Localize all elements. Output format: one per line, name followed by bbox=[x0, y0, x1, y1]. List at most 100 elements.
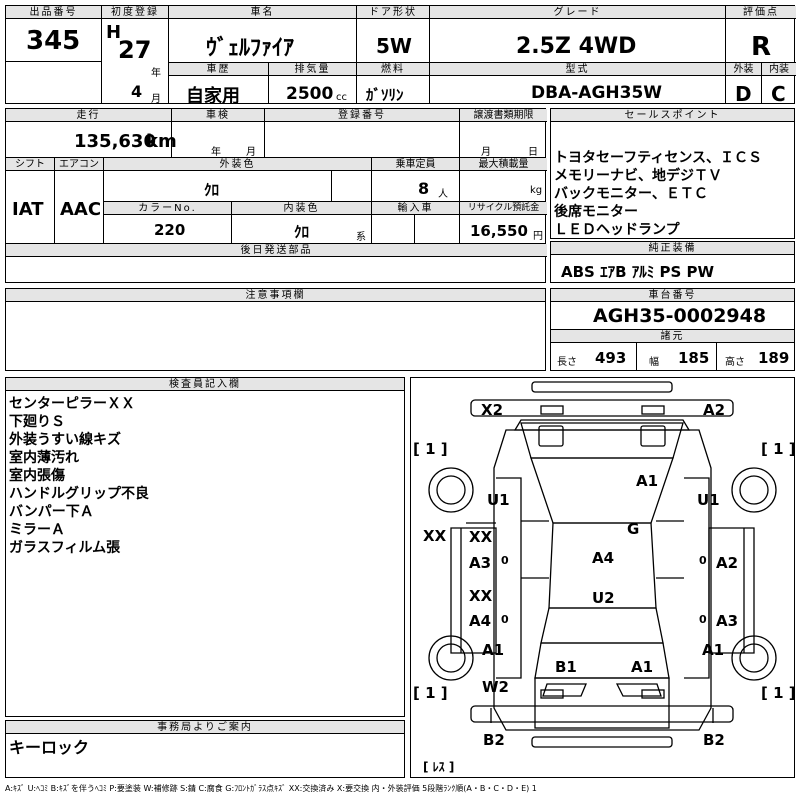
transfer-day: 日 bbox=[528, 147, 538, 158]
displacement: 2500 bbox=[286, 84, 334, 104]
grade-label: グレード bbox=[430, 6, 725, 19]
door-label: ドア形状 bbox=[357, 6, 429, 19]
damage-code: B2 bbox=[703, 731, 725, 749]
damage-code: U1 bbox=[697, 491, 720, 509]
damage-code: A1 bbox=[702, 641, 724, 659]
load-unit: kg bbox=[530, 185, 543, 196]
sales-line: バックモニター、ＥＴＣ bbox=[554, 186, 708, 202]
damage-code: B1 bbox=[555, 658, 577, 676]
score: R bbox=[751, 32, 772, 62]
history-label: 車歴 bbox=[169, 63, 268, 76]
displacement-label: 排気量 bbox=[269, 63, 356, 76]
damage-code: A3 bbox=[716, 612, 738, 630]
mileage-unit: km bbox=[146, 131, 177, 152]
details-block: 走行 135,630 km 車検 年 月 登録番号 譲渡書類期限 月 日 シフト… bbox=[5, 108, 547, 283]
car-damage-diagram: X2 A2 [ 1 ] [ 1 ] A1 U1 U1 G XX XX A4 A3… bbox=[413, 381, 794, 774]
colorno-label: カラーNo. bbox=[104, 202, 231, 215]
sales-points: セールスポイント トヨタセーフティセンス、ＩＣＳ メモリーナビ、地デジＴＶ バッ… bbox=[550, 108, 795, 239]
width: 185 bbox=[678, 349, 710, 367]
int-grade-label: 内装 bbox=[762, 63, 796, 76]
transfer-label: 譲渡書類期限 bbox=[460, 109, 547, 122]
damage-code: U2 bbox=[592, 589, 615, 607]
chassis-label: 車台番号 bbox=[551, 289, 794, 302]
inspector-block: 検査員記入欄 センターピラーＸＸ 下廻りＳ 外装うすい線キズ 室内薄汚れ 室内張… bbox=[5, 377, 405, 717]
ac: AAC bbox=[60, 199, 102, 220]
car-diagram: X2 A2 [ 1 ] [ 1 ] A1 U1 U1 G XX XX A4 A3… bbox=[410, 377, 795, 778]
shift: IAT bbox=[12, 199, 44, 220]
sales-label: セールスポイント bbox=[551, 109, 794, 122]
color-label: 外装色 bbox=[104, 158, 371, 171]
inspector-line: ミラーＡ bbox=[9, 522, 65, 538]
regno-label: 登録番号 bbox=[265, 109, 459, 122]
fuel: ｶﾞｿﾘﾝ bbox=[366, 86, 404, 104]
bracket-code: [ 1 ] bbox=[761, 440, 794, 458]
legend: A:ｷｽﾞ U:ﾍｺﾐ B:ｷｽﾞを伴うﾍｺﾐ P:要塗装 W:補修跡 S:錆 … bbox=[5, 784, 537, 793]
sales-line: 後席モニター bbox=[554, 204, 638, 220]
inspector-line: 室内薄汚れ bbox=[9, 450, 79, 466]
inspector-line: 室内張傷 bbox=[9, 468, 65, 484]
fuel-label: 燃料 bbox=[357, 63, 429, 76]
car-name-label: 車名 bbox=[169, 6, 356, 19]
shaken-year: 年 bbox=[211, 147, 221, 158]
sales-line: トヨタセーフティセンス、ＩＣＳ bbox=[554, 150, 763, 166]
damage-code: A2 bbox=[703, 401, 725, 419]
int-color-label: 内装色 bbox=[232, 202, 371, 215]
capacity: 8 bbox=[418, 179, 430, 198]
damage-code: A2 bbox=[716, 554, 738, 572]
int-color-unit: 系 bbox=[356, 232, 366, 243]
damage-code: A3 bbox=[469, 554, 491, 572]
lot-label: 出品番号 bbox=[6, 6, 101, 19]
damage-code: A4 bbox=[469, 612, 491, 630]
first-reg-label: 初度登録 bbox=[102, 6, 168, 19]
door-type: 5W bbox=[376, 34, 412, 58]
damage-code: A1 bbox=[631, 658, 653, 676]
chassis-block: 車台番号 AGH35-0002948 諸元 長さ 493 幅 185 高さ 18… bbox=[550, 288, 795, 371]
equip-label: 純正装備 bbox=[551, 242, 794, 255]
damage-code: U1 bbox=[487, 491, 510, 509]
dims-label: 諸元 bbox=[551, 330, 794, 343]
history: 自家用 bbox=[186, 86, 240, 107]
sales-line: ＬＥＤヘッドランプ bbox=[554, 222, 680, 238]
inspector-line: ハンドルグリップ不良 bbox=[9, 486, 149, 502]
bracket-code: [ ﾚｽ ] bbox=[423, 760, 454, 774]
recycle-label: リサイクル預託金 bbox=[460, 202, 547, 215]
chassis-number: AGH35-0002948 bbox=[593, 305, 767, 327]
transfer-month: 月 bbox=[481, 147, 491, 158]
ext-grade: D bbox=[735, 82, 752, 106]
load-label: 最大積載量 bbox=[460, 158, 547, 171]
inspector-line: 外装うすい線キズ bbox=[9, 432, 121, 448]
score-label: 評価点 bbox=[726, 6, 796, 19]
height: 189 bbox=[758, 349, 790, 367]
damage-code: G bbox=[627, 520, 639, 538]
caution-label: 注意事項欄 bbox=[6, 289, 545, 302]
int-color: ｸﾛ bbox=[294, 223, 310, 241]
reg-month: 4 bbox=[131, 82, 143, 101]
car-name: ｳﾞｪﾙﾌｧｲｱ bbox=[206, 36, 295, 61]
import-label: 輸入車 bbox=[372, 202, 459, 215]
displacement-unit: cc bbox=[336, 92, 347, 103]
ext-grade-label: 外装 bbox=[726, 63, 761, 76]
zero-mark: 0 bbox=[501, 554, 509, 567]
damage-code: A1 bbox=[636, 472, 658, 490]
ext-color: ｸﾛ bbox=[204, 181, 220, 199]
zero-mark: 0 bbox=[501, 613, 509, 626]
caution-block: 注意事項欄 bbox=[5, 288, 546, 371]
era: H bbox=[106, 22, 122, 43]
ac-label: エアコン bbox=[55, 158, 103, 171]
mileage: 135,630 bbox=[74, 131, 156, 152]
mileage-label: 走行 bbox=[6, 109, 171, 122]
zero-mark: 0 bbox=[699, 613, 707, 626]
length-label: 長さ bbox=[557, 357, 577, 368]
height-label: 高さ bbox=[725, 357, 745, 368]
reg-year: 27 bbox=[118, 36, 152, 64]
inspector-line: 下廻りＳ bbox=[9, 414, 65, 430]
capacity-unit: 人 bbox=[438, 189, 448, 200]
damage-code: A1 bbox=[482, 641, 504, 659]
header-block: 出品番号 345 初度登録 H 27 年 4 月 車名 ｳﾞｪﾙﾌｧｲｱ ドア形… bbox=[5, 5, 796, 107]
equipment: 純正装備 ABS ｴｱB ｱﾙﾐ PS PW bbox=[550, 241, 795, 283]
inspector-label: 検査員記入欄 bbox=[6, 378, 404, 391]
sales-line: メモリーナビ、地デジＴＶ bbox=[554, 168, 722, 184]
shift-label: シフト bbox=[6, 158, 54, 171]
int-grade: C bbox=[771, 82, 786, 106]
model: DBA-AGH35W bbox=[531, 83, 663, 103]
